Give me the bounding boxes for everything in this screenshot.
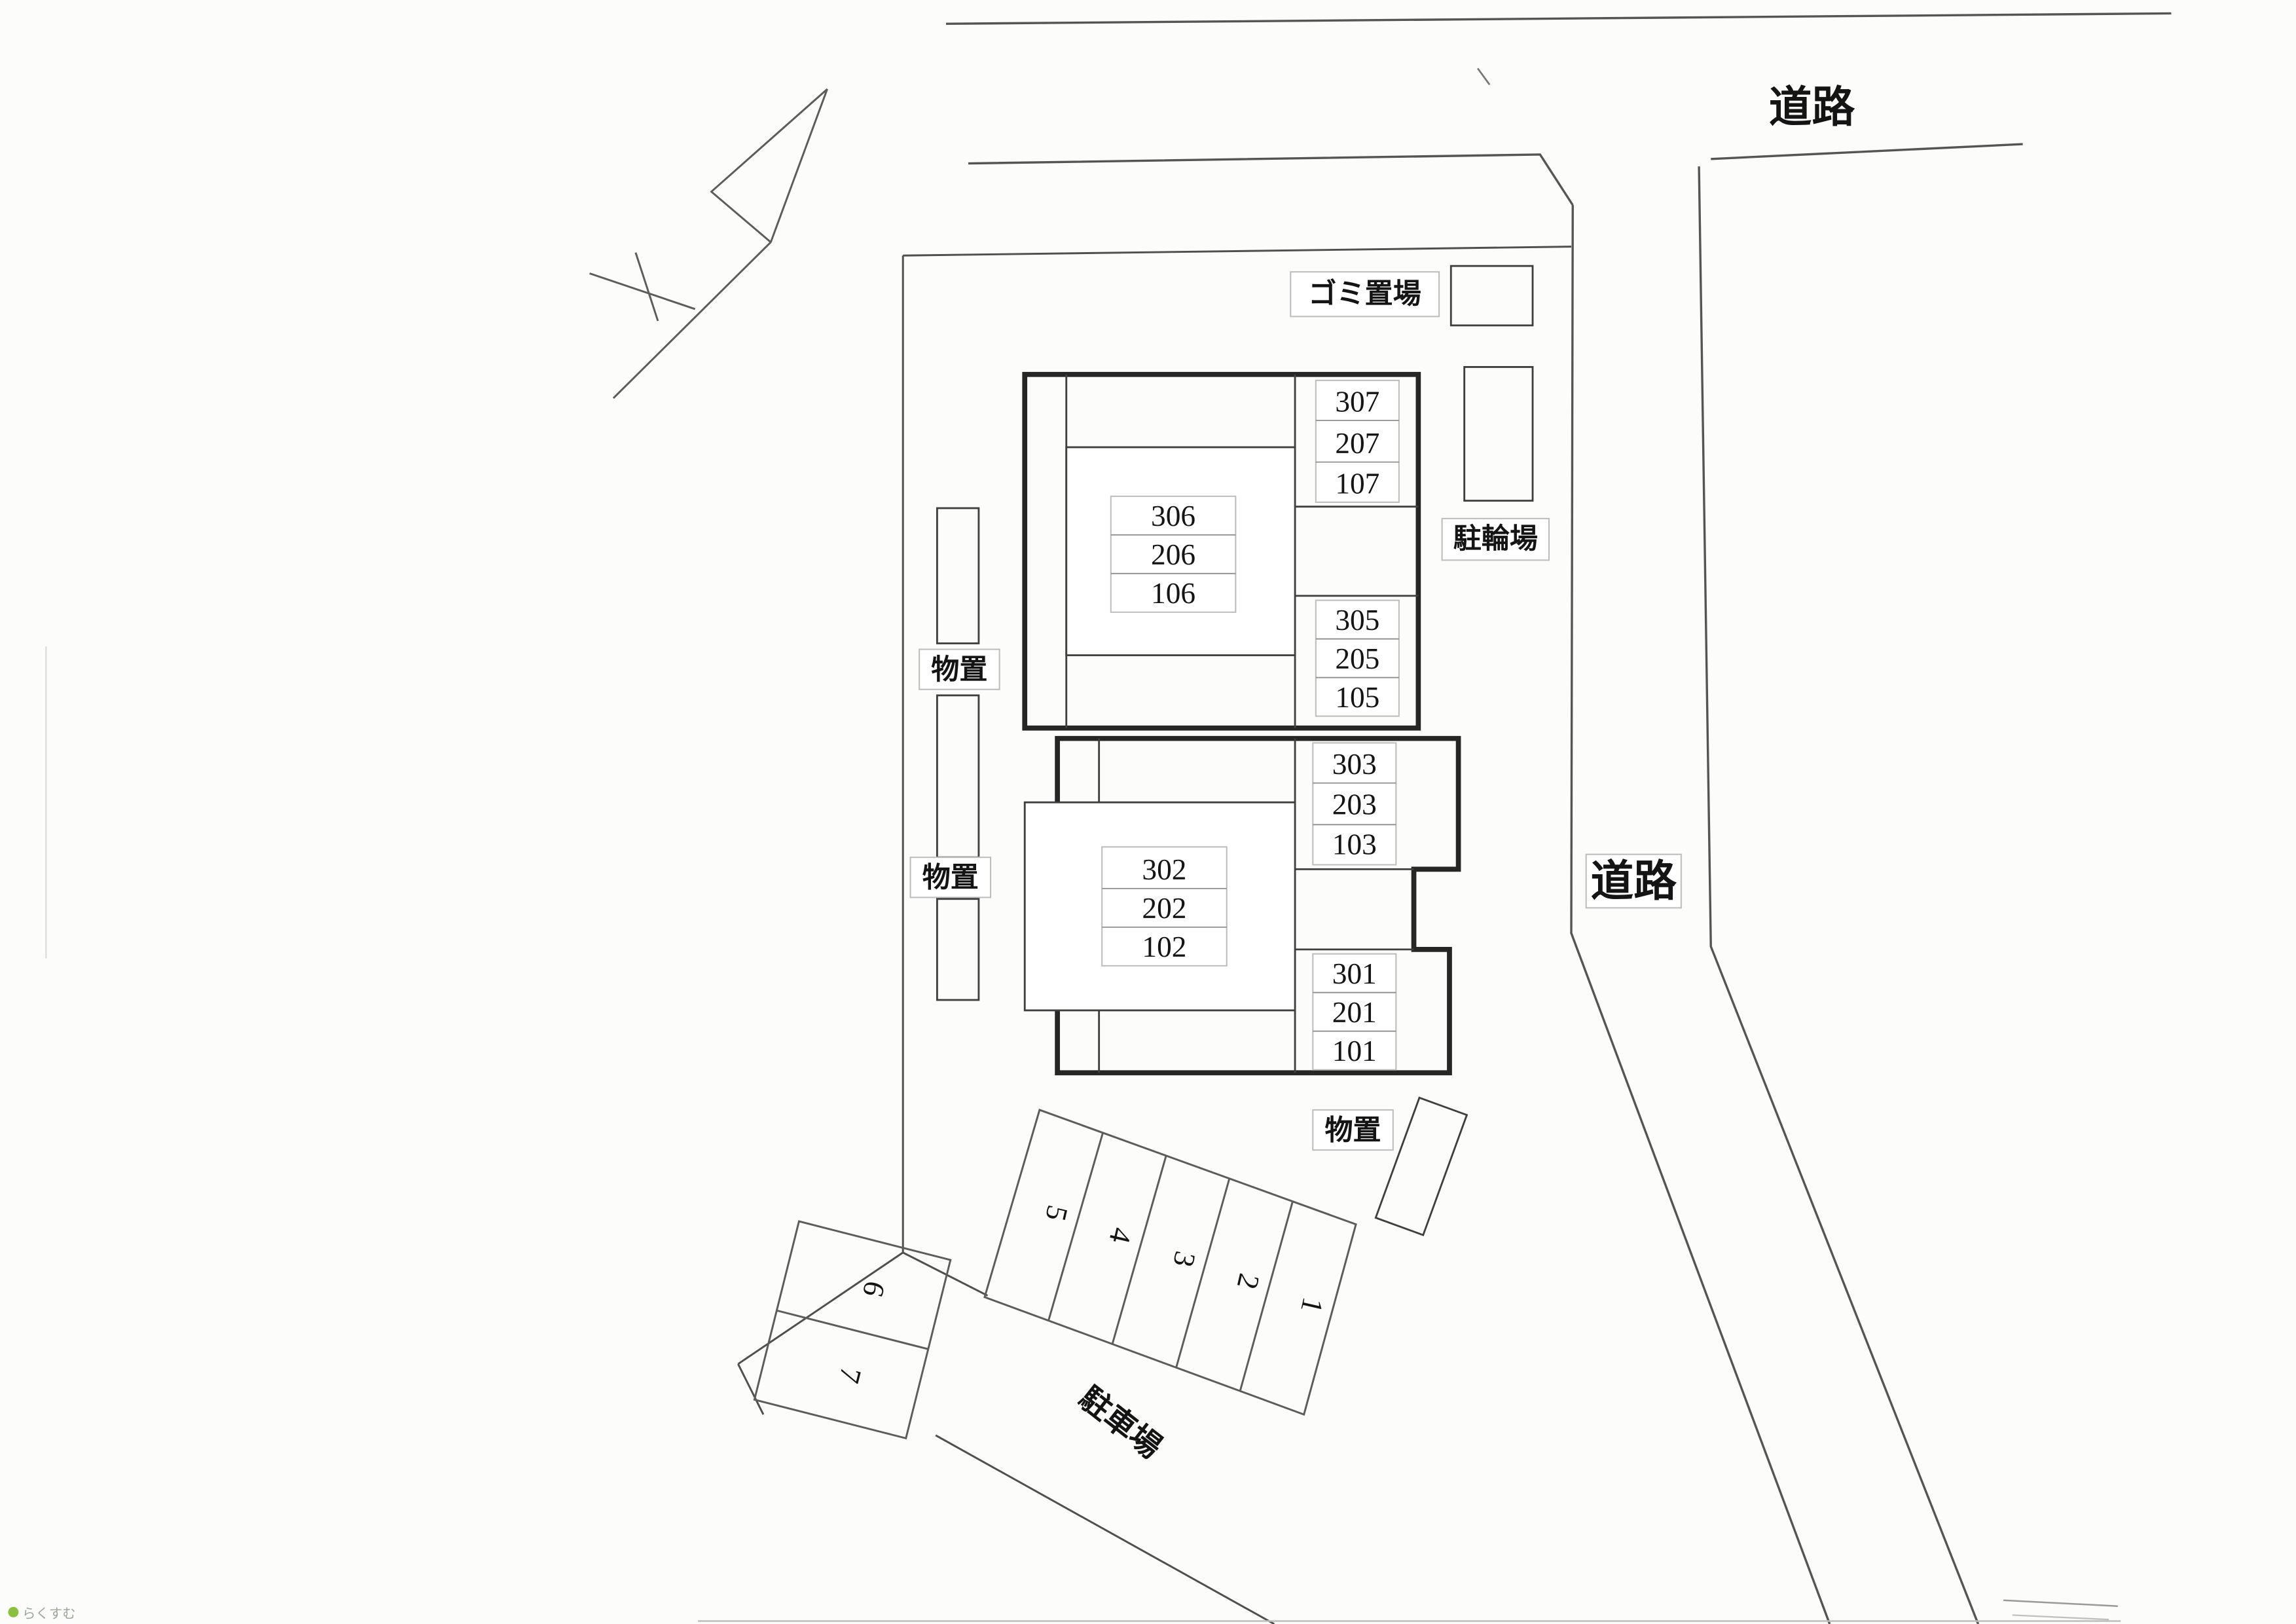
road-label-top: 道路	[1769, 84, 1855, 132]
unit-label-box	[1101, 846, 1228, 967]
road-right-right-edge	[1698, 166, 1980, 1624]
parking-area-label: 駐車場	[1072, 1380, 1167, 1466]
garbage-area-label: ゴミ置場	[1309, 278, 1421, 310]
unit-number: 305	[1335, 604, 1379, 637]
road-label-right: 道路	[1590, 858, 1677, 906]
unit-number: 105	[1335, 681, 1379, 714]
unit-numbers-north-center: 306 206 106	[1110, 495, 1237, 613]
parking-stall-divider	[1239, 1201, 1294, 1392]
bicycle-parking: 駐輪場	[1441, 366, 1550, 561]
unit-number: 207	[1335, 427, 1379, 460]
unit-number: 303	[1332, 748, 1377, 781]
storage-south: 物置	[1312, 1096, 1468, 1236]
unit-label-box	[1315, 379, 1400, 503]
storage-label-box	[909, 857, 992, 898]
storage-south-rect-group	[1374, 1096, 1468, 1236]
unit-number: 302	[1142, 853, 1186, 886]
building-north-outline	[1022, 371, 1421, 731]
stray-mark	[2012, 1614, 2109, 1621]
storage-shed-rect	[936, 694, 980, 858]
boundary-southwest	[737, 1251, 904, 1365]
scan-artifacts	[45, 67, 2121, 1622]
parking-stall-divider	[776, 1309, 929, 1350]
watermark: らくすむ	[8, 1606, 76, 1621]
storage-shed-rect	[936, 507, 980, 644]
unit-number: 101	[1332, 1035, 1377, 1067]
unit-number: 306	[1151, 500, 1195, 532]
unit-number: 201	[1332, 996, 1377, 1029]
parking-stall-number: 2	[1231, 1270, 1266, 1292]
unit-number: 307	[1335, 386, 1379, 418]
storage-label-box	[1312, 1109, 1394, 1151]
parking-stall-number: 4	[1102, 1225, 1138, 1246]
north-arrow-shaft	[612, 241, 772, 399]
parking-stall-number: 6	[856, 1278, 892, 1301]
bicycle-parking-label: 駐輪場	[1453, 523, 1538, 555]
unit-number: 202	[1142, 892, 1186, 925]
unit-label-box	[1315, 599, 1400, 717]
storage-label-box	[919, 648, 1000, 690]
parking-block-outline	[753, 1220, 952, 1440]
storage-left: 物置 物置	[909, 507, 1000, 1001]
storage-label-south: 物置	[1324, 1115, 1381, 1146]
parking-stall-number: 3	[1167, 1248, 1202, 1270]
garbage-label-box	[1290, 271, 1440, 318]
unit-number: 205	[1335, 642, 1379, 675]
parking-stall-number: 5	[1039, 1202, 1074, 1224]
road-label-right-box	[1585, 853, 1682, 909]
building-north: 307 207 107 306 206 106 305 205 105	[1022, 371, 1421, 731]
unit-number: 103	[1332, 828, 1377, 861]
unit-number: 107	[1335, 467, 1379, 500]
bicycle-parking-rect	[1463, 366, 1534, 502]
parking-area: 5 4 3 2 1 6 7 駐車場	[753, 1109, 1357, 1466]
parking-stall-number: 7	[832, 1364, 867, 1386]
boundary-top	[903, 246, 1572, 257]
north-arrow-head	[710, 88, 828, 243]
unit-number: 203	[1332, 788, 1377, 821]
watermark-text: らくすむ	[22, 1607, 76, 1621]
parking-band-outline	[983, 1109, 1357, 1416]
parking-stall-divider	[1175, 1178, 1231, 1368]
storage-shed-rect	[1374, 1096, 1468, 1236]
garbage-area: ゴミ置場	[1290, 265, 1534, 327]
unit-numbers-north-right-top: 307 207 107	[1315, 379, 1400, 503]
parking-stall-divider	[1111, 1155, 1167, 1344]
boundary-southwest-tick	[737, 1363, 765, 1415]
road-top-lower-edge-left	[968, 153, 1574, 206]
parking-stall-divider	[1048, 1132, 1104, 1321]
north-arrow-cross-tick-2	[634, 252, 659, 322]
road-top-lower-edge-right	[1711, 143, 2023, 160]
unit-number: 106	[1151, 577, 1195, 610]
stray-mark	[2003, 1599, 2118, 1608]
road-top-upper-edge	[945, 12, 2172, 26]
garbage-bin-rect	[1449, 265, 1534, 327]
storage-label-upper: 物置	[931, 654, 987, 686]
compass-north-arrow	[589, 88, 828, 399]
storage-label-lower: 物置	[922, 862, 979, 894]
parking-stall-number: 1	[1294, 1295, 1330, 1316]
boundary-parking-join	[902, 1251, 989, 1297]
unit-numbers-north-right-bottom: 305 205 105	[1315, 599, 1400, 717]
unit-numbers-south-right-bottom: 301 201 101	[1312, 953, 1397, 1071]
unit-numbers-south-right-top: 303 203 103	[1312, 742, 1397, 866]
building-south: 303 203 103 302 202 102 301 201 101	[1023, 735, 1461, 1076]
unit-label-box	[1110, 495, 1237, 613]
unit-label-box	[1312, 953, 1397, 1071]
unit-number: 206	[1151, 538, 1195, 571]
roads: 道路 道路	[945, 12, 2172, 1624]
site-boundary	[737, 246, 1572, 1624]
unit-label-box	[1312, 742, 1397, 866]
watermark-logo-icon	[8, 1606, 19, 1617]
stray-mark	[1476, 67, 1491, 86]
storage-shed-rect	[936, 898, 980, 1001]
unit-number: 301	[1332, 957, 1377, 990]
bicycle-label-box	[1441, 517, 1550, 561]
unit-numbers-south-center: 302 202 102	[1101, 846, 1228, 967]
road-right-left-edge	[1570, 205, 1831, 1624]
north-arrow-cross-tick-1	[589, 272, 696, 310]
boundary-south-diagonal	[935, 1434, 1275, 1624]
unit-number: 102	[1142, 931, 1186, 963]
